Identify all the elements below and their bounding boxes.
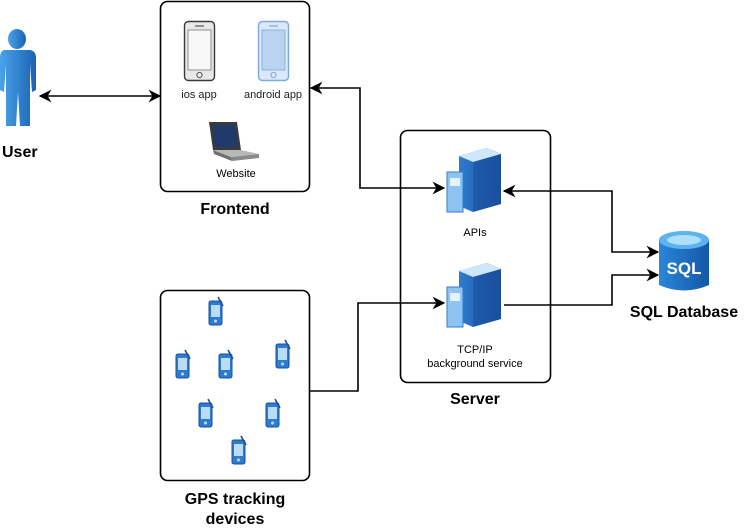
laptop-icon	[209, 122, 259, 161]
connector-apis-db	[502, 184, 660, 259]
gps-device-icon	[265, 398, 281, 428]
android-app-label: android app	[243, 89, 303, 101]
gps-title-line1: GPS tracking	[184, 491, 286, 508]
ios-app-label: ios app	[181, 89, 217, 101]
frontend-title: Frontend	[200, 201, 270, 218]
connector-tcp-db	[504, 268, 660, 306]
gps-device-icon	[218, 349, 234, 379]
apis-label: APIs	[463, 227, 487, 239]
android-phone-icon	[257, 20, 290, 82]
ios-phone-icon	[183, 20, 216, 82]
user-label: User	[2, 144, 38, 161]
sql-database-label: SQL Database	[629, 304, 739, 321]
connector-gps-tcp	[310, 296, 446, 392]
tcp-label-line1: TCP/IP	[457, 344, 493, 356]
gps-device-icon	[208, 296, 224, 326]
gps-title-line2: devices	[205, 511, 265, 528]
connector-frontend-apis	[309, 81, 446, 195]
sql-database-icon: SQL	[659, 231, 709, 291]
gps-device-icon	[231, 435, 247, 465]
website-label: Website	[216, 168, 256, 180]
user-icon	[0, 29, 36, 126]
sql-icon-text: SQL	[667, 259, 702, 278]
gps-device-icon	[175, 349, 191, 379]
gps-box	[159, 289, 311, 482]
server-title: Server	[450, 391, 500, 408]
gps-device-icon	[198, 398, 214, 428]
tcp-label-line2: background service	[427, 358, 523, 370]
gps-device-icon	[275, 339, 291, 369]
